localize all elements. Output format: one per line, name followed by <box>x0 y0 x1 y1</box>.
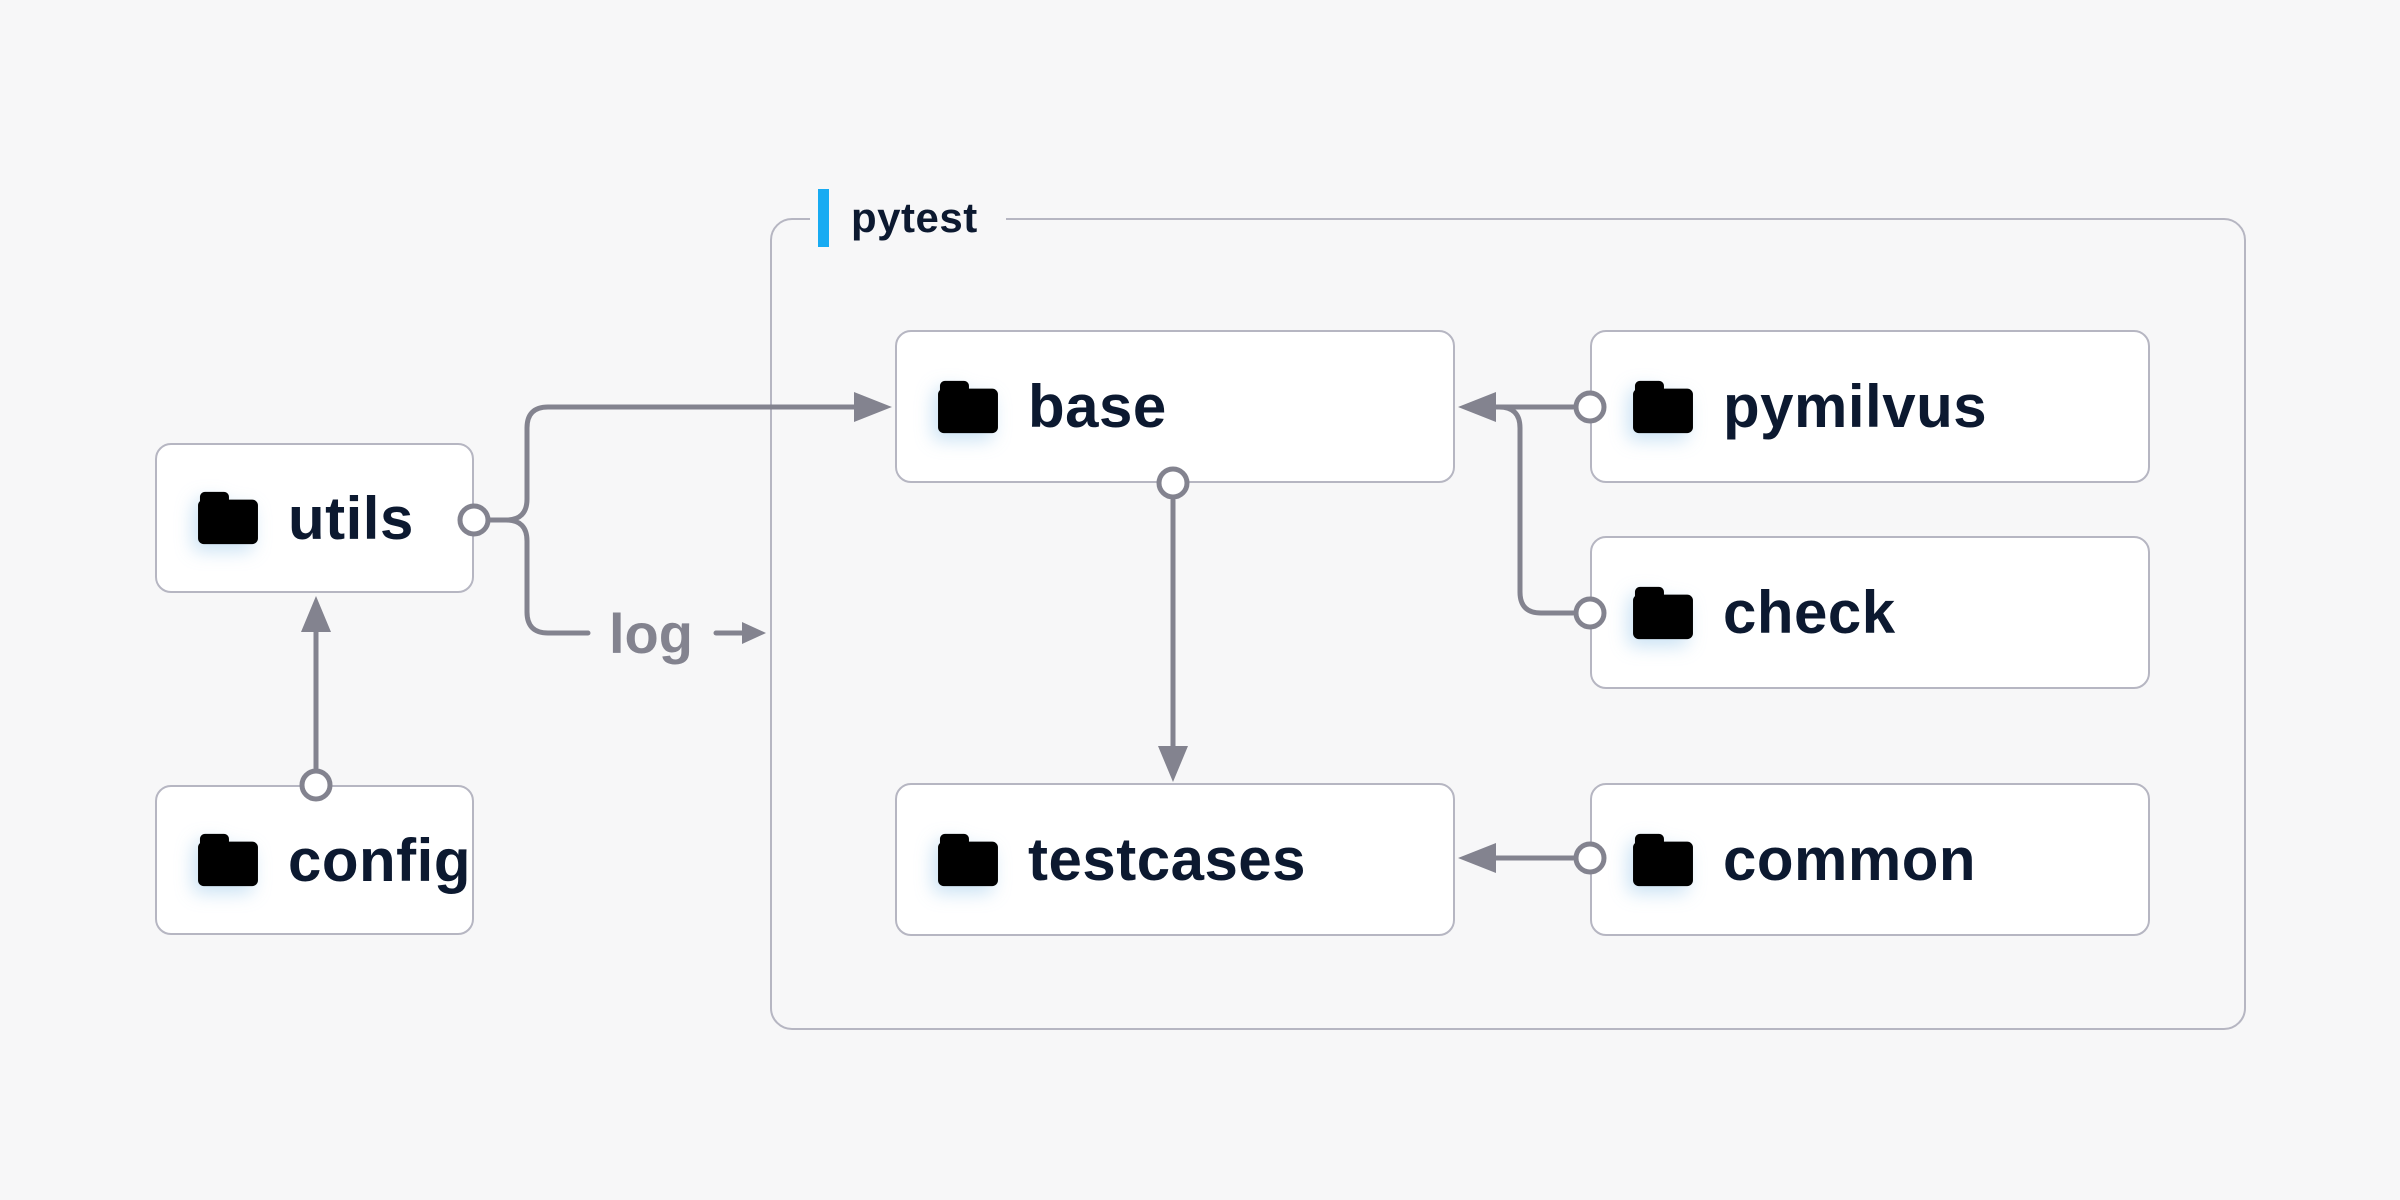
node-label: config <box>288 826 471 894</box>
node-utils: utils <box>155 443 474 593</box>
edge-config-utils <box>299 596 333 802</box>
node-label: pymilvus <box>1723 373 1988 440</box>
pytest-frame-label: pytest <box>810 189 1006 247</box>
folder-icon <box>935 378 1001 436</box>
edge-utils-log: log <box>457 503 766 665</box>
node-check: check <box>1590 536 2150 689</box>
node-config: config <box>155 785 474 935</box>
node-label: check <box>1723 579 1896 646</box>
node-label: common <box>1723 826 1977 893</box>
node-label: base <box>1028 373 1167 440</box>
node-common: common <box>1590 783 2150 936</box>
folder-icon <box>1630 378 1696 436</box>
node-base: base <box>895 330 1455 483</box>
node-testcases: testcases <box>895 783 1455 936</box>
pytest-frame <box>770 218 2246 1030</box>
folder-icon <box>1630 584 1696 642</box>
folder-icon <box>935 831 1001 889</box>
node-label: testcases <box>1028 826 1307 893</box>
folder-icon <box>1630 831 1696 889</box>
accent-bar <box>818 189 829 247</box>
edge-label-log: log <box>609 602 693 665</box>
node-label: utils <box>288 484 414 552</box>
folder-icon <box>195 489 261 547</box>
frame-title: pytest <box>851 194 978 241</box>
folder-icon <box>195 831 261 889</box>
node-pymilvus: pymilvus <box>1590 330 2150 483</box>
